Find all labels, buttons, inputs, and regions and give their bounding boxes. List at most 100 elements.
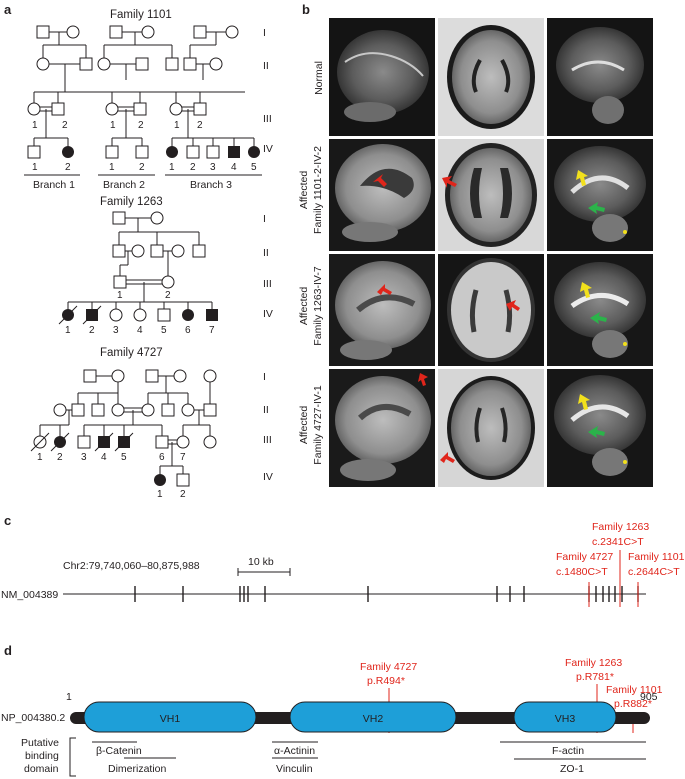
binding-partner: Dimerization [108,763,167,775]
mri-image [329,18,435,136]
protein-variant-label: p.R882* [614,698,652,710]
domain-vh2: VH2 [289,701,457,733]
individual-number: 4 [137,325,143,336]
mri-row-label: Family 1263-IV-7 [312,266,324,346]
generation-label: I [263,27,266,39]
individual-number: 5 [251,162,257,173]
protein-start: 1 [66,691,72,703]
svg-text:VH3: VH3 [555,713,576,725]
individual-number: 6 [159,452,165,463]
individual-number: 2 [197,120,203,131]
mri-image [329,254,435,366]
individual-number: 4 [101,452,107,463]
domain-vh3: VH3 [513,701,617,733]
protein-variant-label: Family 1101 [606,684,663,696]
generation-label: I [263,213,266,225]
variant-label: c.1480C>T [556,566,608,578]
panel-label-d: d [4,643,12,658]
generation-label: III [263,278,272,290]
individual-number: 1 [32,162,38,173]
panel-label-b: b [302,2,310,17]
domain-vh1: VH1 [83,701,257,733]
individual-number: 1 [110,120,116,131]
red-arrow-icon [440,452,455,463]
binding-partner: Vinculin [276,763,313,775]
generation-label: II [263,404,269,416]
binding-partner: β-Catenin [96,745,142,757]
mri-row-label: Affected [298,171,310,209]
panel-label-c: c [4,513,11,528]
red-arrow-icon [506,300,520,311]
transcript-label: NM_004389 [1,589,58,601]
individual-number: 1 [37,452,43,463]
mri-image [547,369,653,487]
red-arrow-icon [377,284,392,295]
individual-number: 1 [117,290,123,301]
mri-image [547,254,653,366]
mri-row-label: Normal [313,61,325,95]
individual-number: 2 [139,162,145,173]
individual-number: 2 [180,489,186,500]
red-arrow-icon [373,174,387,187]
mri-image [438,18,544,136]
mri-image [329,139,435,251]
protein-variant-label: p.R781* [576,671,614,683]
variant-label: c.2341C>T [592,536,644,548]
generation-label: II [263,60,269,72]
individual-number: 7 [180,452,186,463]
branch-label: Branch 1 [33,179,75,191]
individual-number: 5 [121,452,127,463]
individual-number: 1 [109,162,115,173]
individual-number: 3 [81,452,87,463]
individual-number: 2 [190,162,196,173]
mri-panel: Normal Affected Family 1101-2-IV-2 Affec… [298,18,653,487]
individual-number: 1 [169,162,175,173]
scale-label: 10 kb [248,556,274,568]
branch-label: Branch 2 [103,179,145,191]
mri-row-label: Family 1101-2-IV-2 [312,146,324,234]
mri-image [438,139,544,251]
mri-row-label: Affected [298,406,310,444]
mri-image [547,139,653,251]
svg-text:VH1: VH1 [160,713,181,725]
individual-number: 5 [161,325,167,336]
pedigree-title: Family 1101 [110,9,172,21]
mri-image [438,254,544,366]
individual-number: 3 [113,325,119,336]
variant-label: Family 1101 [628,551,685,563]
green-arrow-icon [588,202,605,214]
yellow-arrow-icon [576,170,588,186]
yellow-arrow-icon [580,282,592,298]
individual-number: 1 [65,325,71,336]
individual-number: 2 [138,120,144,131]
protein-variant-label: Family 4727 [360,661,417,673]
pedigree-family-1101: Family 1101 I II III IV [24,9,273,191]
variant-label: Family 1263 [592,521,649,533]
protein-end: 905 [640,691,658,703]
generation-label: III [263,113,272,125]
binding-partner: F-actin [552,745,584,757]
generation-label: I [263,371,266,383]
green-arrow-icon [590,312,607,324]
individual-number: 2 [65,162,71,173]
individual-number: 7 [209,325,215,336]
mri-image [329,369,435,487]
individual-number: 4 [231,162,237,173]
locus-label: Chr2:79,740,060–80,875,988 [63,560,200,572]
mri-image [438,369,544,487]
pedigree-title: Family 1263 [100,196,163,208]
pedigree-family-1263: Family 1263 I II III IV 1 2 [58,196,273,336]
yellow-arrow-icon [578,394,590,410]
protein-variant-label: Family 1263 [565,657,622,669]
mri-row-label: Family 4727-IV-1 [312,385,324,465]
svg-text:VH2: VH2 [363,713,384,725]
individual-number: 6 [185,325,191,336]
binding-title: domain [24,763,59,775]
panel-label-a: a [4,2,12,17]
binding-title: binding [25,750,59,762]
generation-label: II [263,247,269,259]
generation-label: III [263,434,272,446]
individual-number: 2 [89,325,95,336]
protein-structure: Family 4727 p.R494* Family 1263 p.R781* … [1,657,663,777]
